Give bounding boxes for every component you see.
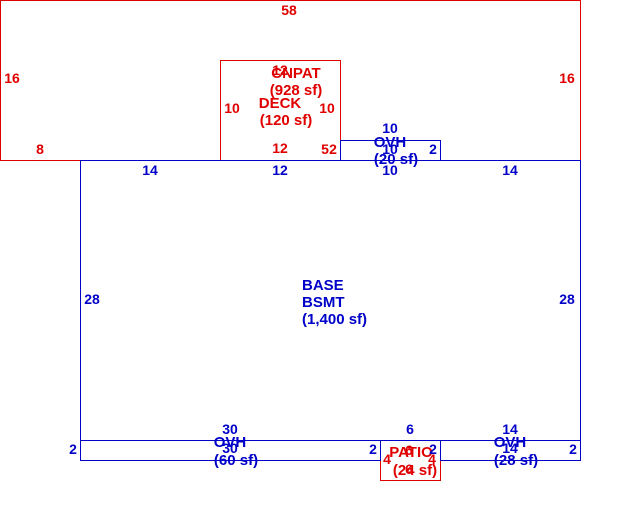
dim-patio-left: 4 (383, 451, 391, 467)
dim-base-top-right-mid: 10 (382, 162, 398, 178)
ovh-right-label: OVH (494, 434, 527, 451)
ovh-top-label: OVH (374, 134, 407, 151)
cnpat-label: CNPAT (271, 65, 320, 82)
base-label-1: BASE (302, 277, 344, 294)
dim-cnpat-right: 16 (559, 70, 575, 86)
patio-area: (24 sf) (393, 462, 437, 479)
dim-deck-small-a: 5 (321, 141, 329, 157)
dim-base-top-mid: 12 (272, 162, 288, 178)
dim-deck-top: 12 (272, 62, 288, 78)
dim-base-top-right: 14 (502, 162, 518, 178)
deck-area: (120 sf) (260, 112, 313, 129)
dim-deck-bottom: 12 (272, 140, 288, 156)
dim-patio-top-blue: 6 (406, 421, 414, 437)
dim-cnpat-bottom-left: 8 (36, 141, 44, 157)
cnpat-area: (928 sf) (270, 82, 323, 99)
ovh-left-outline (80, 440, 381, 461)
ovh-left-area: (60 sf) (214, 452, 258, 469)
dim-ovh-left-bottom: 30 (222, 440, 238, 456)
dim-ovh-top-right: 2 (429, 141, 437, 157)
dim-ovh-right-bottom: 14 (502, 440, 518, 456)
dim-patio-right: 4 (428, 451, 436, 467)
dim-base-top-left: 14 (142, 162, 158, 178)
dim-deck-right: 10 (319, 100, 335, 116)
dim-cnpat-left: 16 (4, 70, 20, 86)
deck-label: DECK (259, 95, 302, 112)
dim-ovh-right-side: 2 (569, 441, 577, 457)
patio-label: PATIO (389, 444, 433, 461)
ovh-right-area: (28 sf) (494, 452, 538, 469)
dim-ovh-top-bottom: 10 (382, 141, 398, 157)
dim-base-right: 28 (559, 291, 575, 307)
base-area: (1,400 sf) (302, 311, 367, 328)
dim-patio-top: 6 (405, 442, 413, 458)
dim-deck-left: 10 (224, 100, 240, 116)
dim-patio-bottom: 6 (405, 461, 413, 477)
ovh-left-label: OVH (214, 434, 247, 451)
dim-ovh-left-side: 2 (69, 441, 77, 457)
ovh-right-outline (440, 440, 581, 461)
dim-cnpat-top: 58 (281, 2, 297, 18)
dim-ovh-left-right: 2 (369, 441, 377, 457)
base-label-2: BSMT (302, 294, 345, 311)
dim-patio-small: 2 (429, 441, 437, 457)
dim-deck-small-b: 2 (329, 141, 337, 157)
dim-base-left: 28 (84, 291, 100, 307)
dim-ovh-right-top: 14 (502, 421, 518, 437)
ovh-top-outline (340, 140, 441, 161)
ovh-top-area: (20 sf) (374, 151, 418, 168)
dim-ovh-top-top: 10 (382, 120, 398, 136)
dim-ovh-left-top: 30 (222, 421, 238, 437)
